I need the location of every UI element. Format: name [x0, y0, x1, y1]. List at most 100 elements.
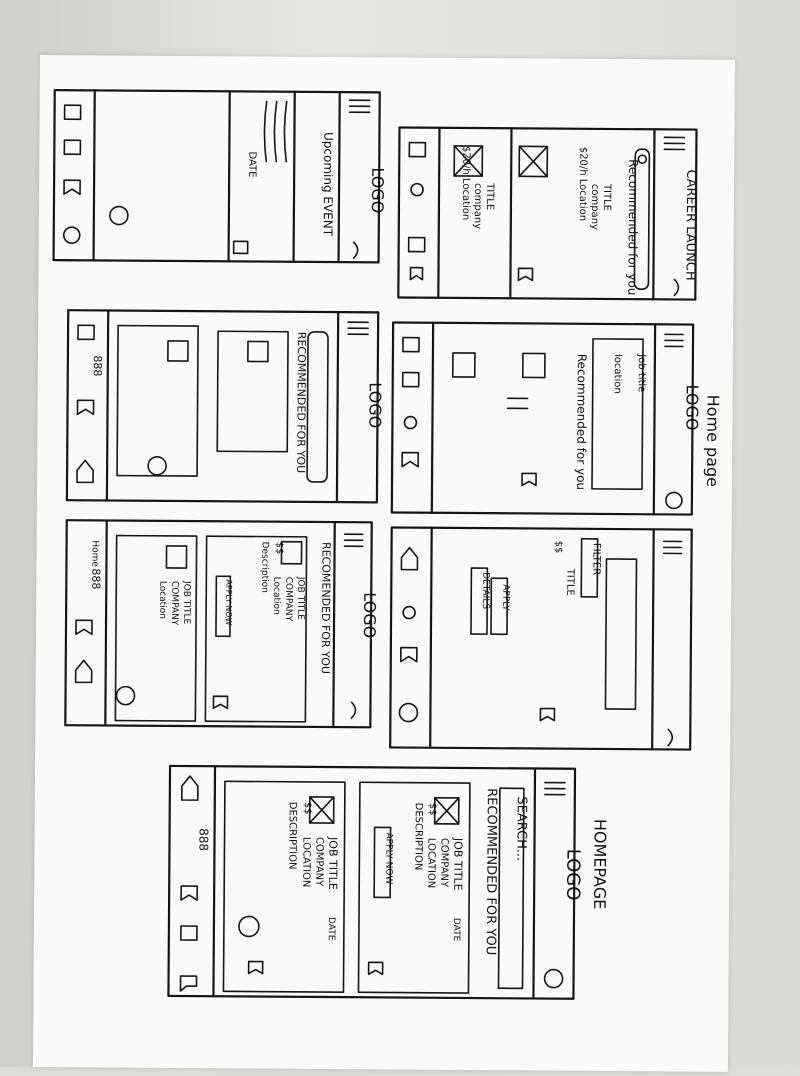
card-description: DESCRIPTION [286, 802, 297, 870]
image-placeholder-icon [168, 341, 188, 361]
card-location: LOCATION [300, 837, 311, 888]
mail-icon[interactable] [403, 338, 419, 352]
search-bar-text: CAREER LAUNCH [682, 169, 698, 280]
profile-icon[interactable] [399, 704, 417, 722]
grid-nav-label[interactable]: 888 [89, 568, 102, 589]
bell-icon[interactable] [351, 702, 355, 718]
frame-7: LOGO SEARCH... RECOMMENDED FOR YOU JOB T… [168, 766, 584, 999]
bookmark-icon[interactable] [522, 473, 536, 485]
job-title-input[interactable]: Job title [636, 353, 647, 392]
location-input[interactable]: location [612, 354, 623, 394]
home-icon[interactable] [76, 660, 92, 682]
frame-6: LOGO RECOMENDED FOR YOU JOB TITLE COMPAN… [65, 520, 379, 727]
card-title: TITLE [484, 182, 495, 210]
bookmark-nav-icon[interactable] [76, 620, 92, 634]
card-date: DATE [451, 918, 461, 942]
bookmark-icon[interactable] [369, 962, 383, 974]
event-text-lines [264, 102, 286, 162]
card[interactable] [217, 331, 288, 451]
bookmark-nav-icon[interactable] [401, 648, 417, 662]
card-location: Location [157, 581, 167, 619]
menu-icon[interactable] [545, 783, 565, 795]
chat-icon[interactable] [180, 976, 196, 991]
job-card[interactable] [115, 536, 196, 722]
frame-3-border [392, 322, 693, 514]
profile-icon[interactable] [666, 492, 682, 508]
bookmark-nav-icon[interactable] [77, 400, 93, 414]
logo: LOGO [360, 592, 379, 638]
calendar-nav-icon[interactable] [181, 926, 197, 940]
bookmark-nav-icon[interactable] [181, 886, 197, 900]
card-title: JOB TITLE [326, 836, 339, 890]
card-company: COMPANY [169, 581, 179, 626]
apply-label: APPLY [500, 584, 510, 611]
card-company: company [472, 183, 483, 229]
calendar-nav-icon[interactable] [64, 140, 80, 154]
section-title: Recommended for you [574, 354, 589, 490]
home-nav-label[interactable]: Home [89, 540, 99, 567]
home-icon[interactable] [77, 460, 93, 482]
frame-1: CAREER LAUNCH Recommended for you TITLE … [398, 128, 698, 300]
homepage-label: Home page [703, 395, 723, 487]
search-nav-icon[interactable] [404, 417, 416, 429]
logo: LOGO [682, 384, 701, 430]
image-placeholder-icon [248, 341, 268, 361]
card-pay: $$ [553, 541, 564, 554]
section-title: RECOMENDED FOR YOU [319, 542, 333, 674]
mail-icon[interactable] [65, 105, 81, 119]
calendar-nav-icon[interactable] [403, 373, 419, 387]
logo: LOGO [368, 167, 387, 213]
mail-icon[interactable] [409, 143, 425, 157]
menu-icon[interactable] [350, 100, 370, 112]
bottom-nav: Home 888 [76, 540, 103, 682]
frame-4-border [67, 310, 378, 502]
search-input[interactable]: SEARCH... [513, 796, 528, 861]
logo: LOGO [365, 382, 384, 428]
search-fab-icon[interactable] [116, 687, 134, 705]
mail-icon[interactable] [78, 325, 94, 339]
home-icon[interactable] [182, 776, 198, 800]
paper-sheet: CAREER LAUNCH Recommended for you TITLE … [33, 55, 735, 1072]
section-title: RECOMMENDED FOR YOU [294, 332, 308, 474]
card-location: Location [271, 577, 281, 615]
bookmark-icon[interactable] [540, 709, 554, 721]
bottom-nav [64, 105, 81, 243]
grid-nav-label[interactable]: 888 [196, 828, 210, 851]
search-nav-icon[interactable] [411, 184, 423, 196]
card-meta: $20/h Location [577, 147, 589, 221]
menu-icon[interactable] [664, 541, 682, 553]
card-title: TITLE [564, 568, 575, 596]
search-bar[interactable] [307, 332, 328, 482]
grid-nav-label[interactable]: 888 [91, 355, 104, 376]
logo: LOGO [562, 849, 583, 901]
card-pay: $$ [274, 542, 285, 555]
apply-now-label: APPLY NOW [224, 579, 233, 625]
profile-icon[interactable] [545, 970, 563, 988]
calendar-icon[interactable] [234, 241, 248, 253]
card-company: COMPANY [438, 838, 449, 888]
bottom-nav [399, 548, 418, 722]
bottom-nav: 888 [180, 776, 211, 991]
home-icon[interactable] [401, 548, 417, 570]
home-icon[interactable] [409, 238, 425, 252]
profile-icon[interactable] [64, 227, 80, 243]
search-nav-icon[interactable] [403, 607, 415, 619]
menu-icon[interactable] [665, 334, 683, 346]
bookmark-icon[interactable] [249, 961, 263, 973]
search-fab-icon[interactable] [239, 916, 259, 936]
bell-icon[interactable] [668, 729, 672, 745]
bookmark-icon[interactable] [518, 268, 532, 280]
bookmark-icon[interactable] [213, 696, 227, 708]
menu-icon[interactable] [345, 534, 363, 546]
card[interactable] [117, 326, 198, 477]
bookmark-nav-icon[interactable] [410, 268, 422, 280]
bell-icon[interactable] [354, 242, 358, 258]
bookmark-nav-icon[interactable] [402, 453, 418, 467]
menu-icon[interactable] [664, 137, 684, 149]
bottom-nav [402, 338, 419, 467]
bookmark-nav-icon[interactable] [64, 180, 80, 194]
search-fab-icon[interactable] [148, 457, 166, 475]
menu-icon[interactable] [348, 322, 368, 334]
search-fab-icon[interactable] [110, 206, 128, 224]
bell-icon[interactable] [674, 279, 678, 295]
